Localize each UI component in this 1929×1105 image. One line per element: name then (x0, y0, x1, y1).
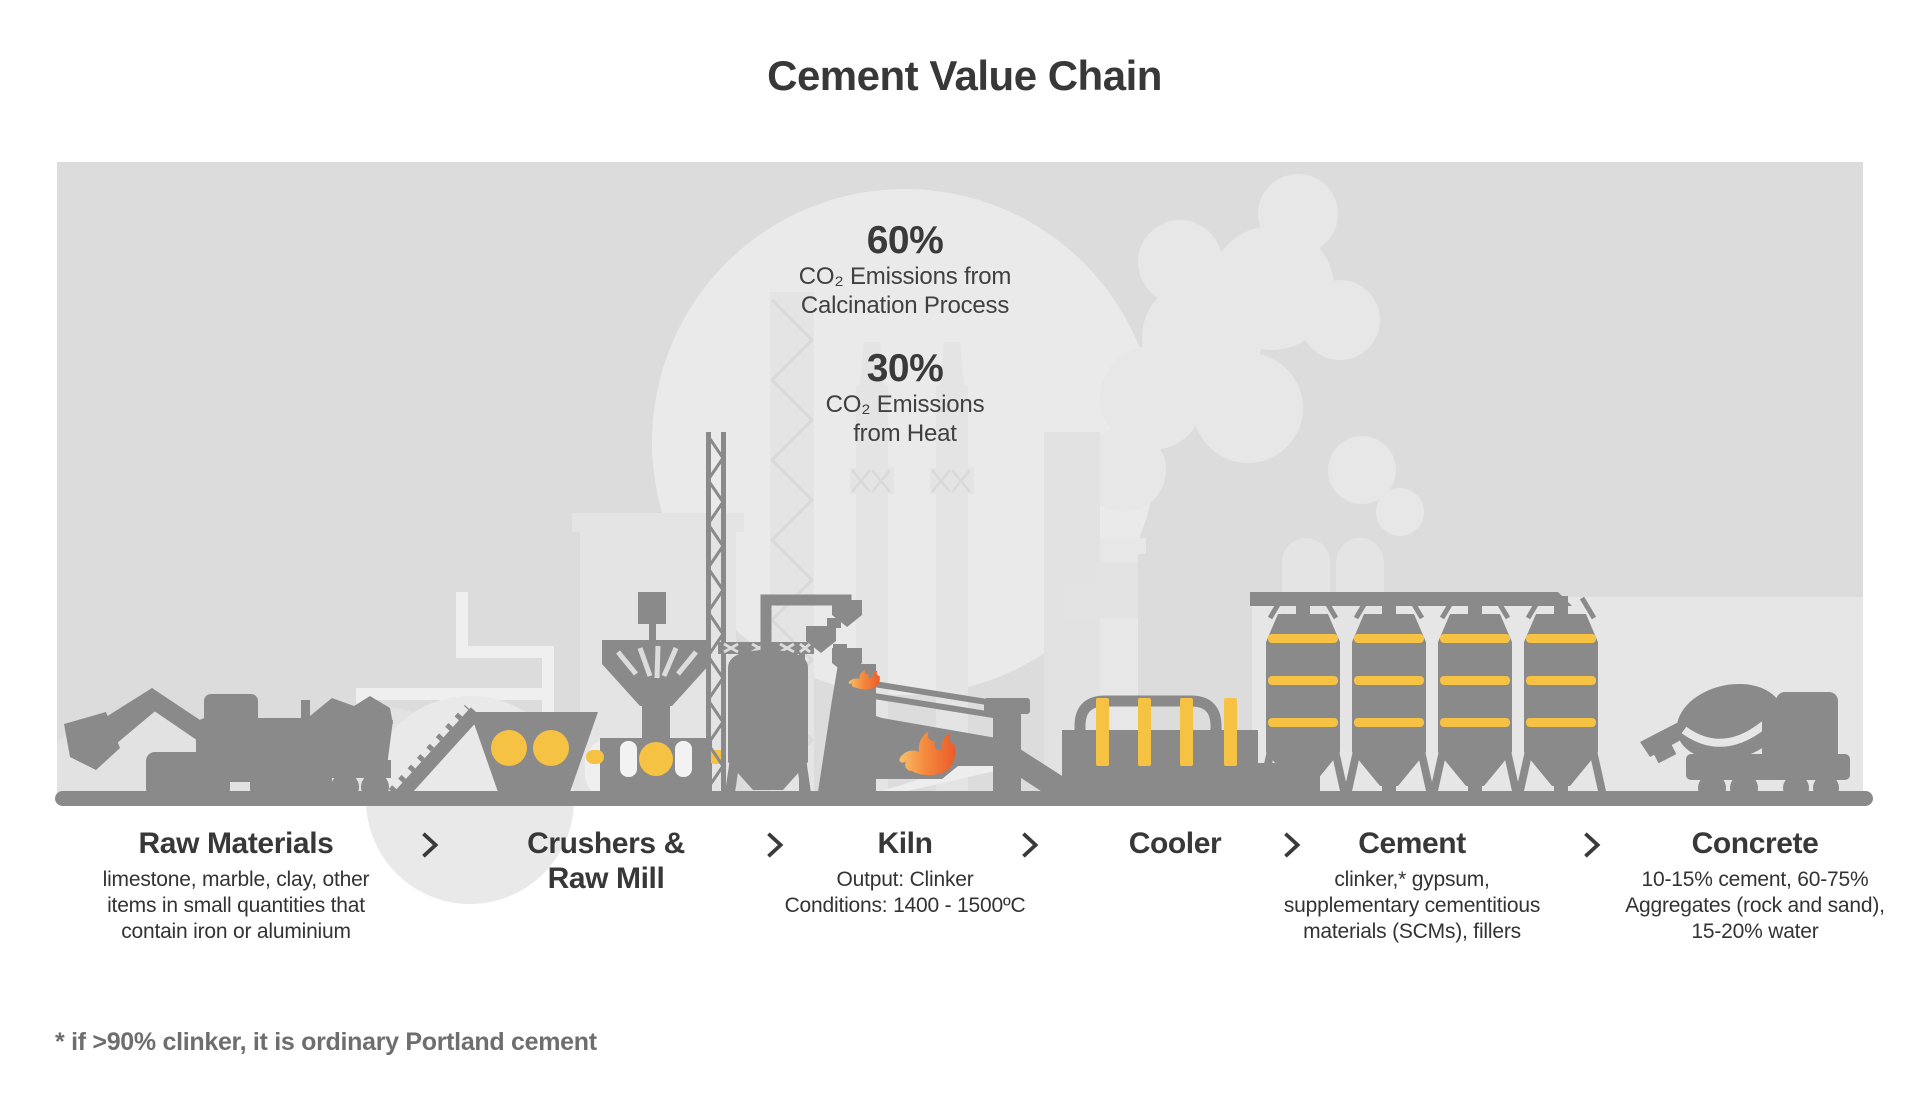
stage-crushers-raw-mill: Crushers & Raw Mill (506, 826, 706, 896)
chevron-right-icon (422, 832, 439, 858)
blending-silo (718, 594, 852, 800)
concrete-mixer-truck (1640, 683, 1850, 802)
stage-kiln-description: Output: Clinker Conditions: 1400 - 1500º… (745, 867, 1065, 919)
calcination-emissions-value: 60% (866, 219, 944, 262)
excavator-silhouette (64, 688, 346, 798)
footnote: * if >90% clinker, it is ordinary Portla… (55, 1028, 597, 1056)
calcination-emissions-line2: Calcination Process (800, 292, 1010, 319)
rotary-kiln (816, 664, 1098, 805)
stage-kiln-label: Kiln (877, 827, 933, 860)
stage-crushers-raw-mill-label: Crushers & Raw Mill (527, 827, 685, 895)
scene-background (57, 162, 1863, 904)
stage-cooler: Cooler (1085, 826, 1265, 861)
stage-kiln-description-line1: Output: Clinker (836, 868, 974, 891)
calcination-emissions-line1: CO₂ Emissions from (798, 263, 1012, 290)
stage-cement-label: Cement (1358, 827, 1466, 860)
stage-raw-materials-label: Raw Materials (138, 827, 334, 860)
raw-mill (586, 592, 726, 800)
stage-kiln: Kiln Output: Clinker Conditions: 1400 - … (745, 826, 1065, 919)
stage-cement-description: clinker,* gypsum, supplementary cementit… (1283, 868, 1541, 943)
emissions-callout: 60% CO₂ Emissions from Calcination Proce… (740, 220, 1070, 448)
heat-emissions-stat: 30% CO₂ Emissions from Heat (740, 348, 1070, 448)
heat-emissions-value: 30% (866, 347, 944, 390)
lattice-mast (706, 432, 726, 800)
calcination-emissions-stat: 60% CO₂ Emissions from Calcination Proce… (740, 220, 1070, 320)
heat-emissions-line2: from Heat (853, 420, 957, 447)
stage-concrete: Concrete 10-15% cement, 60-75% Aggregate… (1625, 826, 1885, 945)
conveyor-belt (388, 704, 482, 803)
stage-cooler-label: Cooler (1128, 827, 1222, 860)
stage-kiln-description-line2: Conditions: 1400 - 1500ºC (784, 894, 1026, 917)
stage-raw-materials-description: limestone, marble, clay, other items in … (102, 868, 370, 943)
crusher-hopper (470, 712, 598, 800)
chevron-right-icon (1584, 832, 1601, 858)
stage-concrete-label: Concrete (1691, 827, 1819, 860)
page-title: Cement Value Chain (767, 52, 1162, 99)
stage-raw-materials: Raw Materials limestone, marble, clay, o… (81, 826, 391, 945)
chevron-right-icon (1284, 832, 1301, 858)
chevron-right-icon (1022, 832, 1039, 858)
stage-cement: Cement clinker,* gypsum, supplementary c… (1272, 826, 1552, 945)
chevron-right-icon (767, 832, 784, 858)
ground-line (55, 791, 1873, 806)
cement-silos (1250, 592, 1608, 800)
stage-concrete-description: 10-15% cement, 60-75% Aggregates (rock a… (1625, 868, 1885, 943)
heat-emissions-line1: CO₂ Emissions (825, 391, 985, 418)
